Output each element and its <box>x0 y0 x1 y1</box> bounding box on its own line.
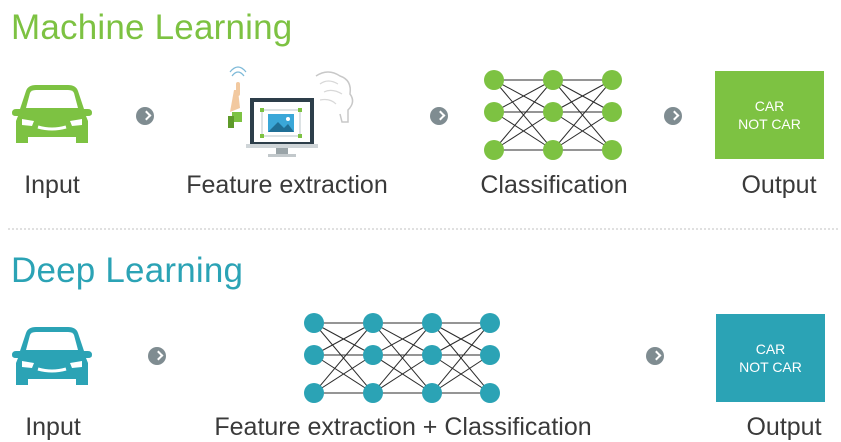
ml-feature-extraction-label: Feature extraction <box>186 171 388 199</box>
ml-neural-network-icon <box>484 70 622 160</box>
feature-extraction-icon <box>228 66 354 157</box>
arrow-right-icon <box>430 107 448 125</box>
dl-neural-network-icon <box>304 313 500 403</box>
section-divider <box>8 228 838 230</box>
arrow-right-icon <box>664 107 682 125</box>
ml-classification-label: Classification <box>480 171 628 199</box>
deep-learning-title: Deep Learning <box>11 251 244 290</box>
ml-input-label: Input <box>24 171 80 199</box>
dl-output-label: Output <box>746 413 822 441</box>
dl-input-label: Input <box>25 413 81 441</box>
arrow-right-icon <box>148 347 166 365</box>
ml-output-label: Output <box>741 171 817 199</box>
output-not-car-label: NOT CAR <box>738 116 801 132</box>
output-not-car-label: NOT CAR <box>739 359 802 375</box>
arrow-right-icon <box>136 107 154 125</box>
machine-learning-title: Machine Learning <box>11 8 293 47</box>
dl-combined-label: Feature extraction + Classification <box>214 413 592 441</box>
ml-car-icon <box>12 85 92 143</box>
arrow-right-icon <box>646 347 664 365</box>
dl-output-box: CAR NOT CAR <box>716 314 825 402</box>
ml-output-box: CAR NOT CAR <box>715 71 824 159</box>
output-car-label: CAR <box>754 98 785 114</box>
output-car-label: CAR <box>755 341 786 357</box>
dl-car-icon <box>12 327 92 385</box>
